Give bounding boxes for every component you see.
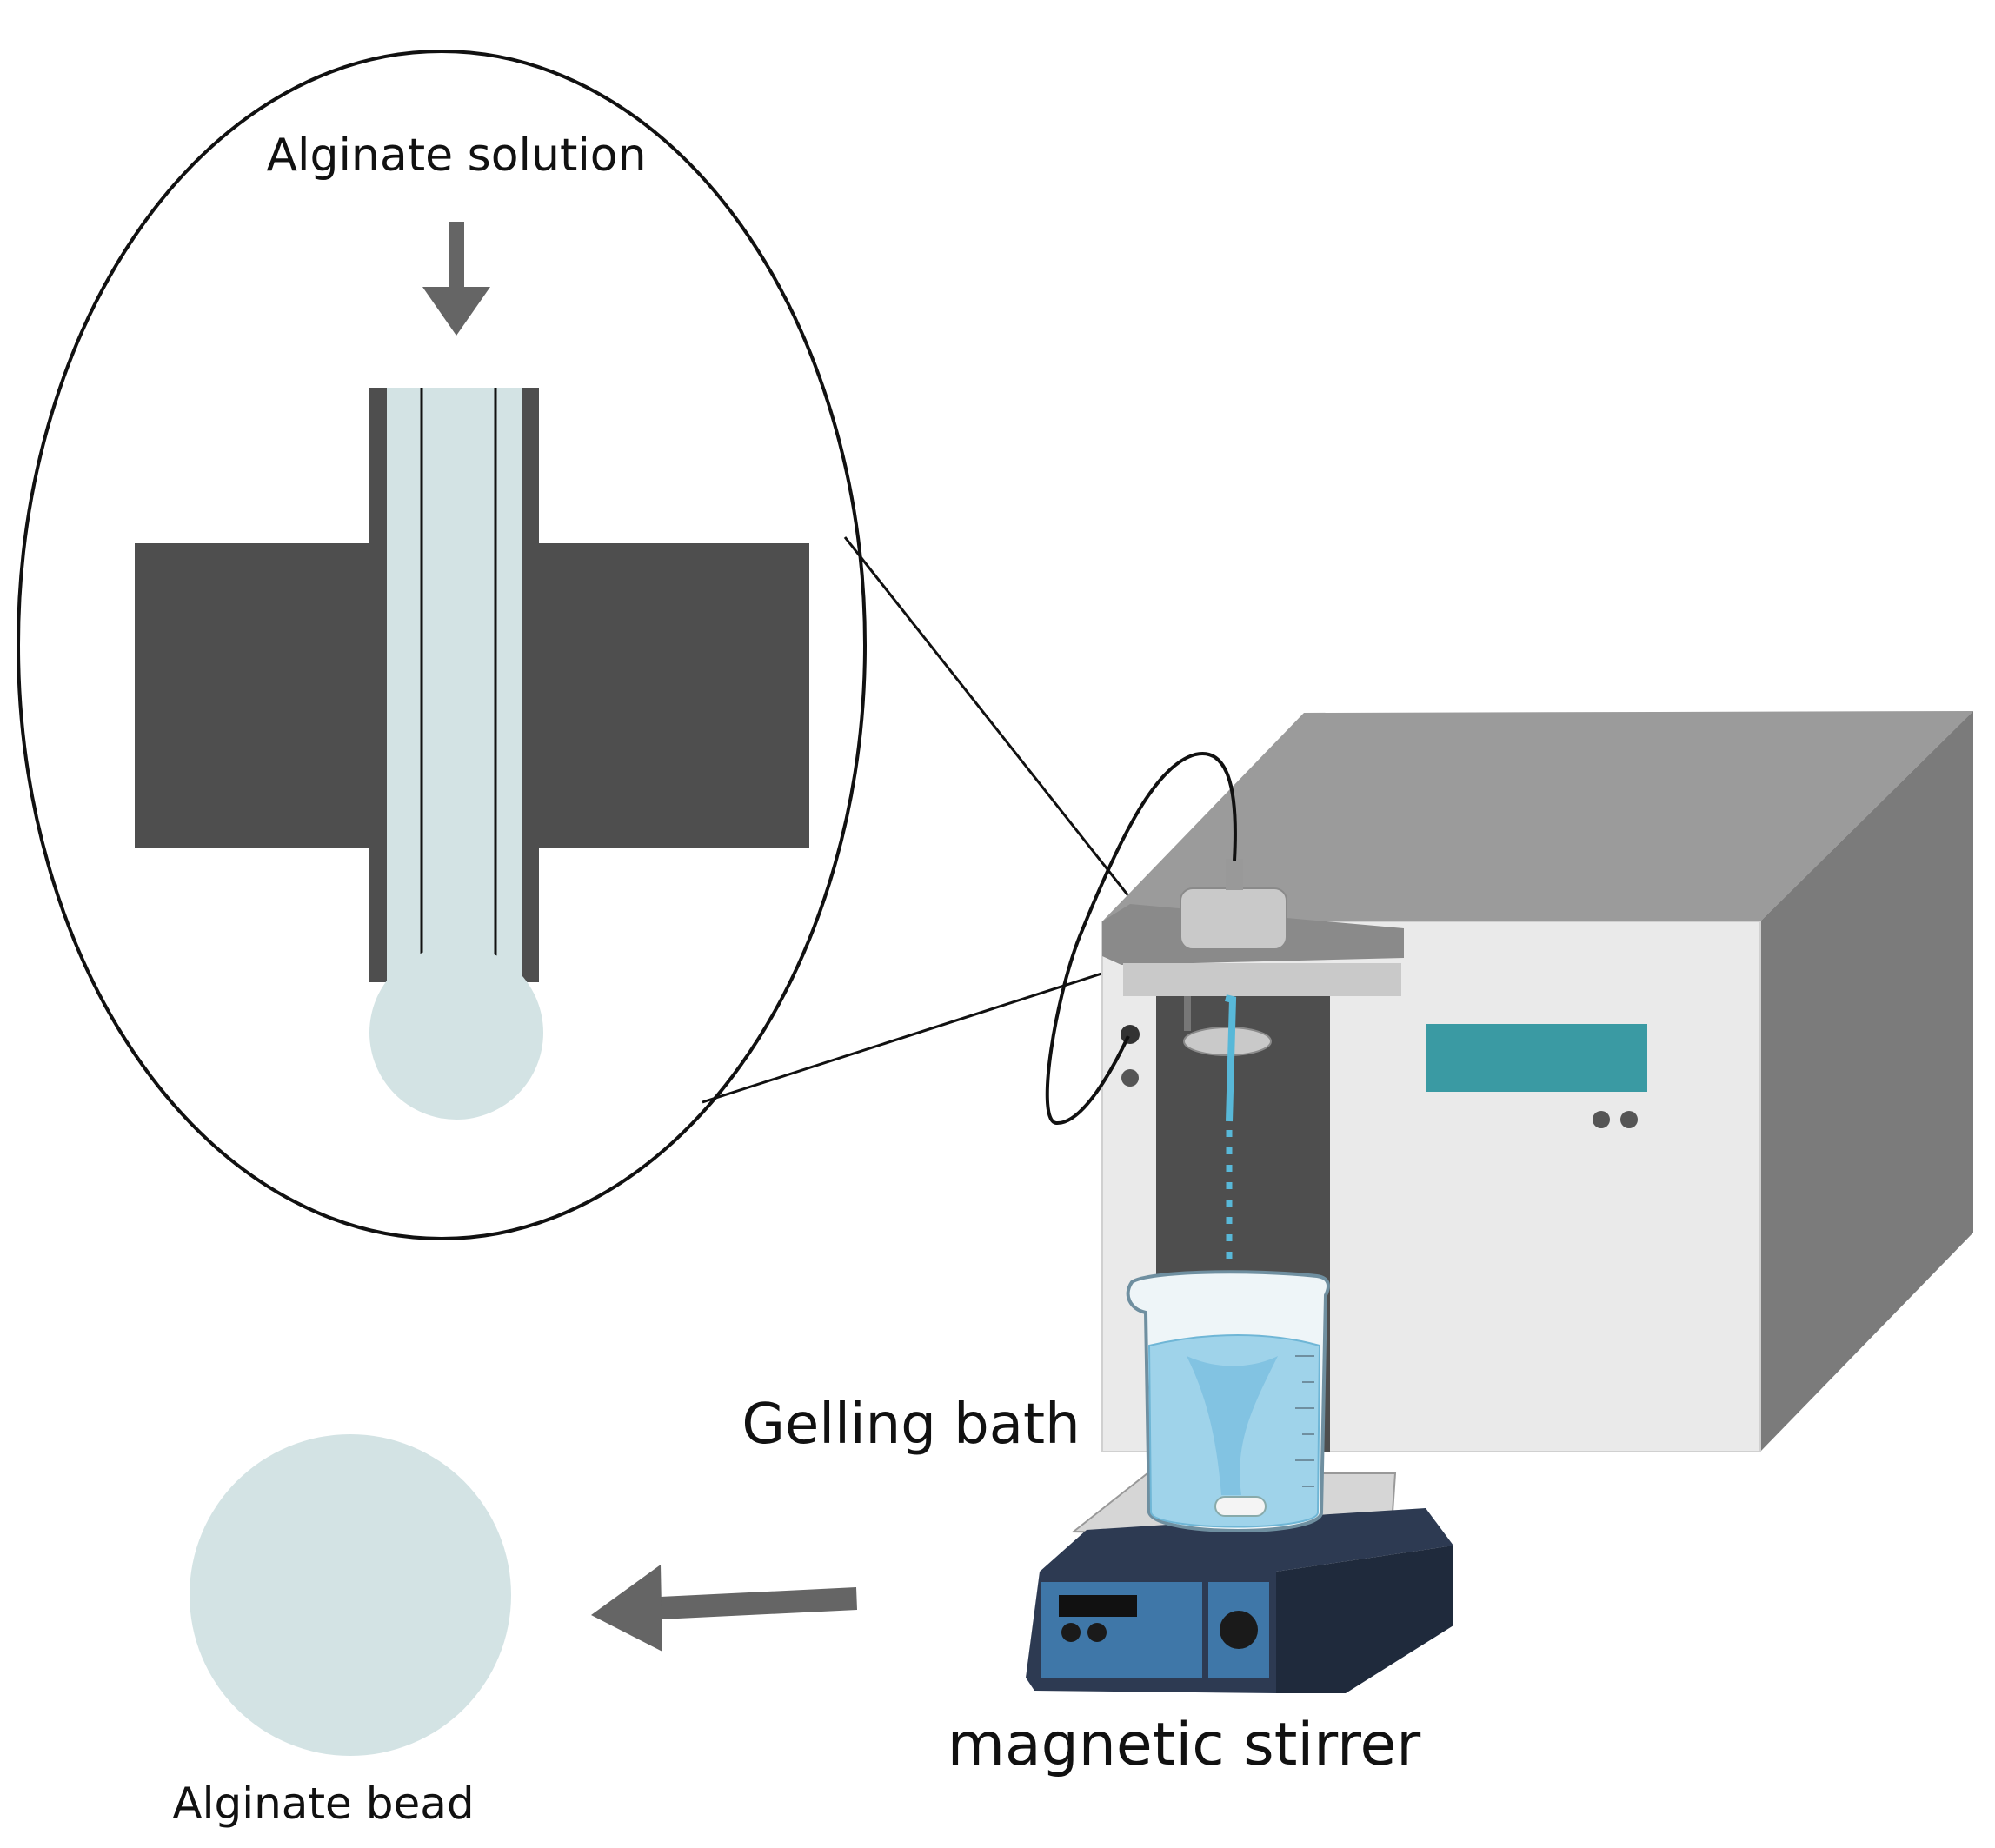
stirrer-body-side bbox=[1276, 1546, 1453, 1693]
gelling-bath-beaker bbox=[1126, 1270, 1330, 1532]
stirrer-knob bbox=[1220, 1611, 1258, 1649]
nozzle-zoom-inset: Alginate solution bbox=[17, 50, 867, 1240]
magnetic-stirrer bbox=[1026, 1472, 1453, 1693]
vortex bbox=[1187, 1356, 1278, 1495]
machine-socket bbox=[1121, 1025, 1140, 1044]
machine-socket-2 bbox=[1121, 1069, 1139, 1087]
stirrer-body-top bbox=[1040, 1508, 1453, 1572]
stirrer-display bbox=[1059, 1595, 1137, 1617]
machine-display bbox=[1426, 1024, 1647, 1092]
stirrer-button-2 bbox=[1087, 1623, 1107, 1642]
signal-cable bbox=[1045, 752, 1237, 1126]
magnetic-stirrer-label: magnetic stirrer bbox=[948, 1711, 1421, 1779]
down-arrow-icon bbox=[422, 222, 490, 336]
machine-side bbox=[1760, 711, 1973, 1452]
stir-bar bbox=[1214, 1496, 1267, 1517]
electrode-stem bbox=[1184, 996, 1191, 1031]
vibration-head-connector bbox=[1226, 859, 1243, 890]
alginate-bead-label: Alginate bead bbox=[172, 1778, 474, 1829]
beaker-graduations bbox=[1295, 1355, 1314, 1487]
left-arrow-icon bbox=[591, 1565, 857, 1652]
gelling-bath-label: Gelling bath bbox=[741, 1393, 1080, 1457]
alginate-stream bbox=[1225, 994, 1237, 1122]
alginate-bead bbox=[190, 1434, 511, 1756]
machine-button-1 bbox=[1593, 1111, 1610, 1128]
nozzle-arm-front bbox=[1123, 963, 1401, 996]
machine-button-2 bbox=[1620, 1111, 1638, 1128]
machine-top bbox=[1102, 711, 1973, 921]
stirrer-button-1 bbox=[1061, 1623, 1081, 1642]
zoom-connector-top bbox=[843, 536, 1171, 948]
alginate-solution-label: Alginate solution bbox=[266, 130, 646, 182]
zoom-connector-bottom bbox=[702, 950, 1170, 1104]
forming-droplet bbox=[369, 946, 543, 1120]
electrode-ring bbox=[1183, 1027, 1272, 1056]
nozzle bbox=[135, 388, 809, 1120]
vibration-head bbox=[1180, 887, 1287, 950]
nozzle-channel bbox=[387, 388, 522, 982]
